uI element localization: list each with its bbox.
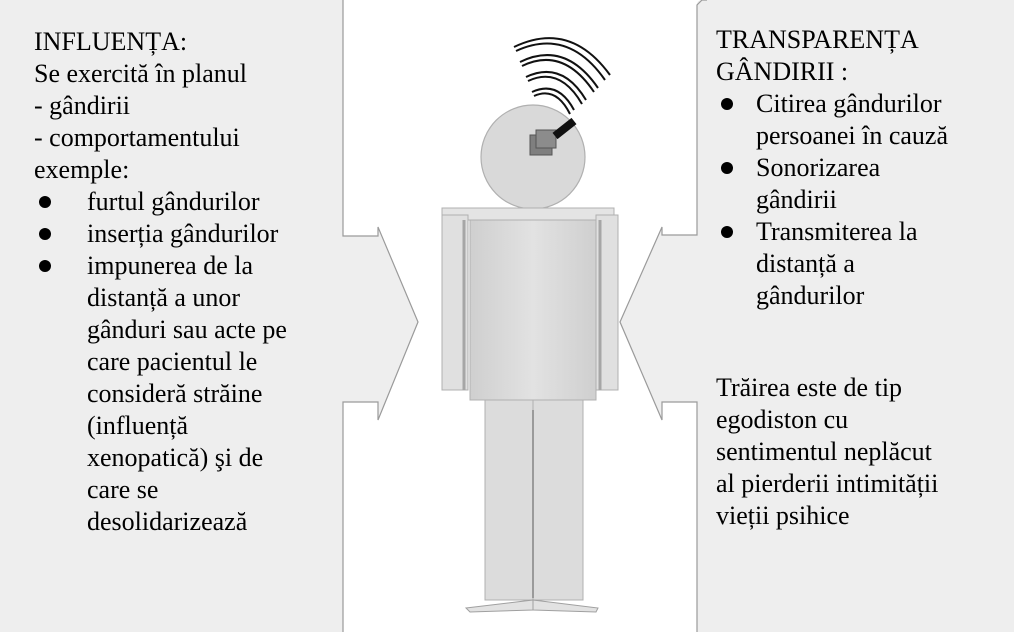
left-leg xyxy=(484,399,534,601)
signal-waves-icon xyxy=(513,37,611,115)
right-conclusion-line: vieții psihice xyxy=(716,501,850,530)
right-foot xyxy=(532,599,599,613)
left-panel-shape xyxy=(0,0,419,632)
left-bullet-text: desolidarizează xyxy=(87,507,248,536)
left-intro-line: - comportamentului xyxy=(34,123,240,152)
left-bullet-text: (influență xyxy=(87,411,189,440)
right-text-block: TRANSPARENȚA GÂNDIRII : Citirea gânduril… xyxy=(716,24,1010,624)
right-bullet-text: gândirii xyxy=(756,185,837,214)
right-panel-edge xyxy=(619,0,707,632)
right-title-line: TRANSPARENȚA xyxy=(716,25,919,54)
left-panel-fill xyxy=(0,0,418,632)
left-foot xyxy=(464,599,534,613)
person-figure xyxy=(441,104,619,613)
left-bullet-text: gânduri sau acte pe xyxy=(87,315,287,344)
left-intro-line: Se exercită în planul xyxy=(34,59,247,88)
bullet-icon xyxy=(39,260,51,272)
left-panel-edge xyxy=(342,0,419,632)
shoulders xyxy=(441,207,615,221)
left-bullet-text: consideră străine xyxy=(87,379,263,408)
left-intro-line: exemple: xyxy=(34,155,130,184)
bullet-icon xyxy=(39,228,51,240)
left-text-block: INFLUENȚA: Se exercită în planul - gândi… xyxy=(34,26,334,626)
left-bullet-item: impunerea de la distanță a unor gânduri … xyxy=(34,250,334,550)
right-title-line: GÂNDIRII : xyxy=(716,57,849,86)
right-conclusion-line: sentimentul neplăcut xyxy=(716,437,932,466)
left-bullet-text: impunerea de la xyxy=(87,251,254,280)
right-panel-fill xyxy=(620,0,1014,632)
head-implant-icon xyxy=(529,117,577,156)
right-panel-shape xyxy=(619,0,1014,632)
right-conclusion: Trăirea este de tip egodiston cu sentime… xyxy=(716,372,1010,532)
right-conclusion-line: Trăirea este de tip xyxy=(716,373,903,402)
right-leg xyxy=(532,399,584,601)
left-title: INFLUENȚA: xyxy=(34,27,188,56)
right-bullet-text: Transmiterea la xyxy=(756,217,918,246)
right-conclusion-line: egodiston cu xyxy=(716,405,849,434)
left-bullet-text: inserția gândurilor xyxy=(87,219,279,248)
right-bullet-item: Sonorizarea gândirii xyxy=(716,152,1010,216)
bullet-icon xyxy=(721,226,733,238)
right-bullet-text: distanță a xyxy=(756,249,855,278)
left-intro-line: - gândirii xyxy=(34,91,131,120)
right-bullet-text: Citirea gândurilor xyxy=(756,89,942,118)
right-bullet-item: Citirea gândurilor persoanei în cauză xyxy=(716,88,1010,152)
left-bullet-text: care pacientul le xyxy=(87,347,258,376)
left-bullet-text: xenopatică) şi de xyxy=(87,443,264,472)
right-bullet-text: gândurilor xyxy=(756,281,865,310)
left-bullet-text: care se xyxy=(87,475,159,504)
right-bullet-text: persoanei în cauză xyxy=(756,121,949,150)
right-conclusion-line: al pierderii intimității xyxy=(716,469,939,498)
bullet-icon xyxy=(721,98,733,110)
right-bullet-text: Sonorizarea xyxy=(756,153,881,182)
bullet-icon xyxy=(721,162,733,174)
torso xyxy=(469,209,597,401)
right-bullet-item: Transmiterea la distanță a gândurilor xyxy=(716,216,1010,312)
bullet-icon xyxy=(39,196,51,208)
left-bullet-item: inserția gândurilor xyxy=(34,218,334,250)
left-bullet-text: distanță a unor xyxy=(87,283,241,312)
left-bullet-item: furtul gândurilor xyxy=(34,186,334,218)
left-bullet-text: furtul gândurilor xyxy=(87,187,260,216)
